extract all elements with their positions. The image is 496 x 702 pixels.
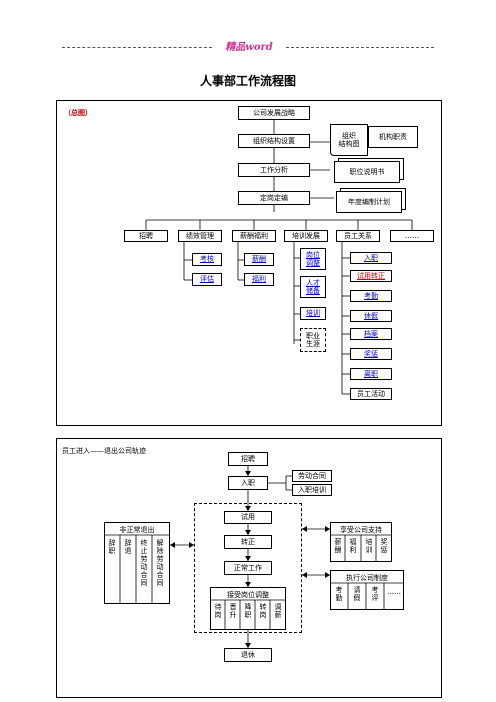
transfer-standby: 待岗 — [214, 603, 222, 619]
support-salary: 薪酬 — [334, 538, 342, 554]
rel-attendance: 考勤 — [350, 290, 392, 302]
rel-probation: 试用转正 — [350, 270, 392, 282]
abnormal-cancel: 解除劳动合同 — [156, 539, 164, 587]
track-onboard-training: 入职培训 — [292, 484, 332, 496]
rel-archive: 档案 — [350, 328, 392, 340]
rel-reward: 奖惩 — [350, 348, 392, 360]
support-training: 培训 — [365, 538, 373, 554]
track-label: 员工进入——退出公司轨迹 — [62, 447, 146, 455]
header-label: 精品word — [225, 42, 273, 53]
module-training: 培训发展 — [284, 230, 328, 242]
pay-salary: 薪酬 — [244, 253, 274, 266]
overview-label: （总图） — [64, 108, 92, 117]
org-chart-doc: 组织 结构图 — [330, 124, 368, 156]
rel-onboard: 入职 — [350, 252, 392, 264]
train-career: 职业 生涯 — [300, 328, 326, 352]
transfer-move: 转岗 — [259, 603, 267, 619]
policy-evaluate: 考评 — [371, 586, 379, 602]
policy-leave: 请假 — [353, 586, 361, 602]
overview-panel — [56, 100, 442, 426]
abnormal-dismiss: 辞退 — [124, 539, 132, 555]
track-regular: 转正 — [224, 535, 272, 549]
track-transfer-box — [210, 587, 286, 630]
org-setup-box: 组织结构设置 — [238, 134, 310, 148]
module-recruit: 招聘 — [124, 230, 168, 242]
transfer-demote: 降职 — [244, 603, 252, 619]
track-transfer-title: 接受岗位调整 — [227, 591, 269, 599]
module-performance: 绩效管理 — [178, 230, 222, 242]
policy-more: …… — [387, 588, 401, 596]
header-rule-right — [286, 47, 434, 48]
transfer-promote: 晋升 — [229, 603, 237, 619]
staffing-box: 定岗定编 — [238, 191, 310, 205]
track-tenure-zone — [194, 503, 302, 633]
policy-title: 执行公司制度 — [346, 574, 388, 582]
perf-assess: 考核 — [192, 253, 222, 266]
policy-box — [330, 570, 404, 610]
rel-activities: 员工活动 — [350, 388, 392, 400]
page-title: 人事部工作流程图 — [199, 74, 296, 88]
track-panel — [56, 438, 442, 698]
track-normal-work: 正常工作 — [224, 561, 272, 575]
train-training: 培训 — [300, 307, 326, 320]
abnormal-title: 非正常退出 — [119, 526, 155, 534]
job-desc-doc: 职位说明书 — [334, 161, 400, 183]
rel-leave: 休假 — [350, 310, 392, 322]
policy-attendance: 考勤 — [335, 586, 343, 602]
support-reward: 奖惩 — [380, 538, 388, 554]
module-pay: 薪酬福利 — [232, 230, 276, 242]
track-probation: 试用 — [224, 511, 272, 524]
pay-welfare: 福利 — [244, 273, 274, 286]
dept-duty-doc: 机构职责 — [368, 126, 418, 148]
module-relations: 员工关系 — [336, 230, 380, 242]
annual-plan-doc: 年度编制计划 — [336, 191, 402, 213]
support-welfare: 福利 — [349, 538, 357, 554]
abnormal-terminate: 终止劳动合同 — [140, 539, 148, 587]
job-analysis-box: 工作分析 — [238, 163, 310, 177]
track-retire: 退休 — [224, 648, 272, 662]
abnormal-box — [104, 522, 170, 604]
rel-resign: 离职 — [350, 368, 392, 380]
module-more: …… — [390, 230, 434, 242]
track-labor-contract: 劳动合同 — [292, 470, 332, 482]
strategy-box: 公司发展战略 — [238, 106, 310, 120]
transfer-pay: 调薪 — [274, 603, 282, 619]
perf-evaluate: 评估 — [192, 273, 222, 286]
abnormal-resign: 辞职 — [108, 539, 116, 555]
header-rule-left — [62, 47, 212, 48]
track-onboard: 入职 — [228, 476, 268, 490]
train-job-adjust: 岗位 调整 — [300, 248, 326, 270]
track-recruit: 招聘 — [228, 452, 268, 466]
support-title: 享受公司支持 — [340, 526, 382, 534]
train-talent-reserve: 人才 储备 — [300, 276, 326, 298]
